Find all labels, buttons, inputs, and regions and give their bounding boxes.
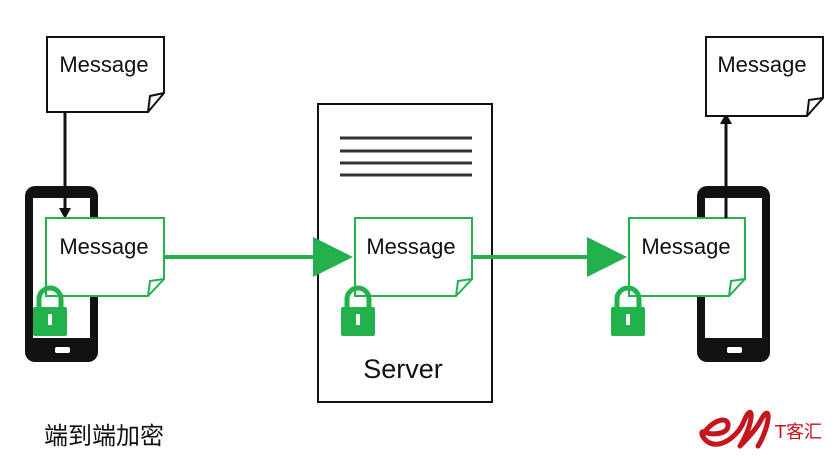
- sender-encrypted-message: Message: [45, 217, 165, 297]
- sender-encrypted-label: Message: [59, 234, 148, 259]
- sender-plain-label: Message: [59, 52, 148, 77]
- brand-logo: [699, 409, 771, 449]
- receiver-encrypted-message: Message: [628, 217, 746, 297]
- lock-icon: [611, 285, 645, 336]
- lock-icon: [341, 285, 375, 336]
- sender-plain-message: Message: [46, 36, 165, 113]
- server-encrypted-label: Message: [366, 234, 455, 259]
- server-encrypted-message: Message: [354, 217, 473, 297]
- receiver-plain-label: Message: [717, 52, 806, 77]
- caption: 端到端加密: [44, 422, 164, 450]
- brand-name: T客汇: [775, 422, 822, 443]
- receiver-encrypted-label: Message: [641, 234, 730, 259]
- lock-icon: [33, 285, 67, 336]
- server-label: Server: [363, 354, 443, 384]
- sender-input-arrow: [59, 112, 71, 219]
- receiver-output-arrow: [720, 113, 732, 218]
- receiver-plain-message: Message: [705, 36, 824, 117]
